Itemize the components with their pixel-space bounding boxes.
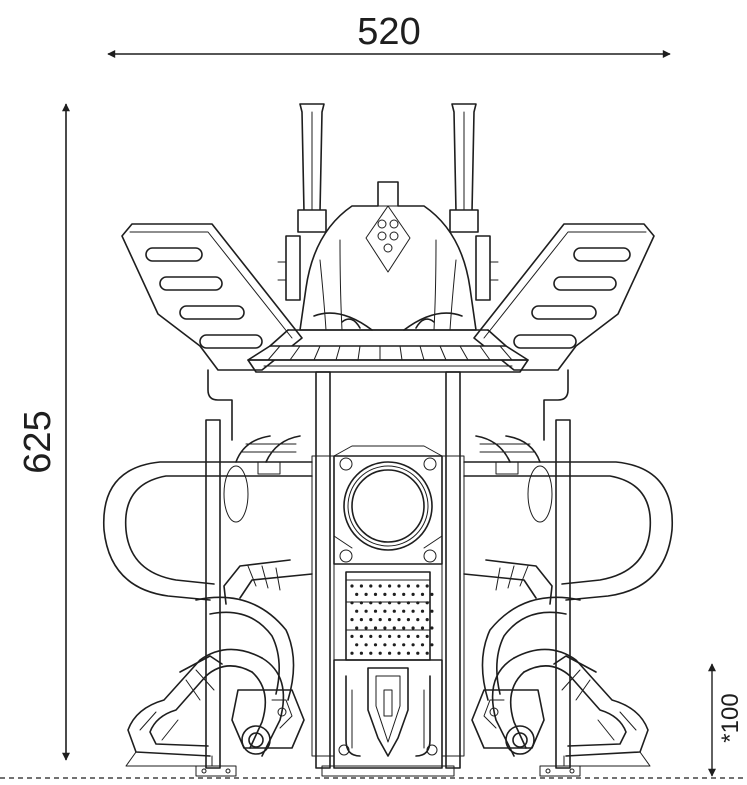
left-wing xyxy=(121,223,303,371)
perforation-hole xyxy=(359,618,363,622)
perforation-hole xyxy=(373,609,378,613)
perforation-hole xyxy=(392,626,396,630)
antenna-poles xyxy=(297,103,479,233)
perforation-hole xyxy=(378,651,382,655)
perforation-hole xyxy=(369,651,373,655)
perforation-hole xyxy=(406,584,410,588)
perforation-hole xyxy=(359,584,363,588)
perforation-hole xyxy=(350,634,354,639)
perforation-hole xyxy=(350,618,354,622)
perforation-hole xyxy=(378,634,382,639)
perforation-hole xyxy=(378,584,382,588)
playground-structure xyxy=(103,103,673,777)
right-mech-leg xyxy=(463,559,581,755)
perforation-hole xyxy=(373,643,378,647)
perforation-hole xyxy=(425,584,429,588)
left-tube-slide xyxy=(103,435,313,601)
perforation-hole xyxy=(397,618,401,622)
perforation-hole xyxy=(369,634,373,639)
perforation-hole xyxy=(383,592,387,597)
perforation-hole xyxy=(411,626,415,630)
right-wing xyxy=(473,223,655,371)
perforation-hole xyxy=(388,584,392,588)
perforation-hole xyxy=(383,643,387,647)
perforation-hole xyxy=(430,643,434,647)
height-dimension: 625 xyxy=(17,103,70,761)
perforation-holes xyxy=(350,584,434,655)
perforation-hole xyxy=(397,584,401,588)
perforation-hole xyxy=(402,626,406,630)
perforation-hole xyxy=(411,592,415,597)
perforation-hole xyxy=(383,626,387,630)
perforation-hole xyxy=(373,592,378,597)
perforation-hole xyxy=(420,643,425,647)
free-height-label: *100 xyxy=(717,693,744,742)
free-height-dimension: *100 xyxy=(708,663,744,777)
perforation-hole xyxy=(420,592,425,597)
perforation-hole xyxy=(369,584,373,588)
support-posts xyxy=(205,371,571,769)
perforation-hole xyxy=(402,609,406,613)
perforation-hole xyxy=(388,634,392,639)
perforation-hole xyxy=(388,618,392,622)
perforation-hole xyxy=(402,643,406,647)
perforation-hole xyxy=(364,609,368,613)
perforation-hole xyxy=(359,651,363,655)
perforation-hole xyxy=(355,626,359,630)
left-mech-leg xyxy=(195,559,313,755)
perforation-hole xyxy=(392,592,396,597)
perforation-hole xyxy=(416,618,420,622)
perforation-hole xyxy=(378,618,382,622)
perforation-hole xyxy=(406,651,410,655)
perforation-hole xyxy=(411,609,415,613)
perforation-hole xyxy=(392,609,396,613)
perforation-hole xyxy=(416,634,420,639)
right-tube-slide xyxy=(463,435,673,601)
perforation-hole xyxy=(350,584,354,588)
perforation-hole xyxy=(397,651,401,655)
perforation-hole xyxy=(392,643,396,647)
perforation-hole xyxy=(364,626,368,630)
perforation-hole xyxy=(383,609,387,613)
left-front-slide xyxy=(125,648,285,767)
foot-plates xyxy=(195,765,581,777)
perforation-hole xyxy=(416,651,420,655)
tower-base xyxy=(333,659,443,769)
height-label: 625 xyxy=(17,410,59,473)
perforation-hole xyxy=(402,592,406,597)
perforation-hole xyxy=(425,618,429,622)
perforation-hole xyxy=(369,618,373,622)
width-dimension: 520 xyxy=(107,11,671,58)
perforation-hole xyxy=(373,626,378,630)
perforation-hole xyxy=(430,592,434,597)
perforation-hole xyxy=(411,643,415,647)
perforation-hole xyxy=(406,618,410,622)
perforation-hole xyxy=(425,651,429,655)
porthole-panel xyxy=(333,445,443,565)
perforation-hole xyxy=(430,626,434,630)
perforation-hole xyxy=(359,634,363,639)
perforation-hole xyxy=(388,651,392,655)
perforation-hole xyxy=(425,634,429,639)
roof-platform xyxy=(247,329,529,373)
perforation-hole xyxy=(350,651,354,655)
perforation-hole xyxy=(355,609,359,613)
perforation-hole xyxy=(355,643,359,647)
perforation-hole xyxy=(364,643,368,647)
perforated-panel xyxy=(345,571,434,661)
perforation-hole xyxy=(397,634,401,639)
perforation-hole xyxy=(420,609,425,613)
perforation-hole xyxy=(364,592,368,597)
perforation-hole xyxy=(420,626,425,630)
perforation-hole xyxy=(355,592,359,597)
width-label: 520 xyxy=(357,11,420,53)
perforation-hole xyxy=(430,609,434,613)
roof-helmet xyxy=(277,181,499,331)
perforation-hole xyxy=(416,584,420,588)
right-front-slide xyxy=(491,648,651,767)
perforation-hole xyxy=(406,634,410,639)
